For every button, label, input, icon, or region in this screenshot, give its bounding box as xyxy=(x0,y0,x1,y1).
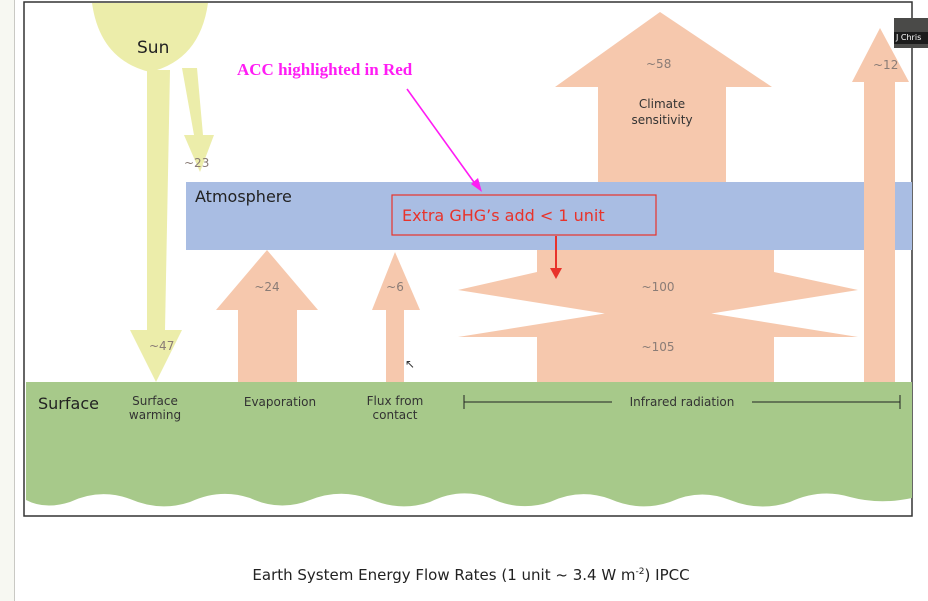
surface-warming-line2: warming xyxy=(129,408,181,422)
flux-arrow xyxy=(372,252,420,383)
surface-up-value: ~105 xyxy=(642,340,675,354)
infrared-label: Infrared radiation xyxy=(630,395,735,409)
evaporation-arrow xyxy=(216,250,318,383)
to-space-value: ~58 xyxy=(646,57,671,71)
caption-superscript: -2 xyxy=(635,567,645,577)
surface-up-arrow xyxy=(458,305,858,383)
surface-band xyxy=(26,382,912,507)
window-arrow xyxy=(852,28,909,383)
sun-label: Sun xyxy=(137,38,169,58)
atmosphere-down-value: ~100 xyxy=(642,280,675,294)
mouse-cursor-icon: ↖ xyxy=(405,357,416,371)
sun-to-atmosphere-value: ~23 xyxy=(184,156,209,170)
surface-label: Surface xyxy=(38,394,99,413)
flux-value: ~6 xyxy=(386,280,404,294)
participant-name-label: J Chris xyxy=(894,32,928,44)
sun-shape xyxy=(92,3,208,72)
caption-tail: ) IPCC xyxy=(644,566,690,584)
flux-label-line1: Flux from xyxy=(367,394,424,408)
flux-label-line2: contact xyxy=(373,408,418,422)
climate-sensitivity-line1: Climate xyxy=(639,97,685,111)
surface-warming-line1: Surface xyxy=(132,394,178,408)
sun-to-surface-value: ~47 xyxy=(149,339,174,353)
sun-to-surface-arrow xyxy=(130,70,182,382)
atmosphere-label: Atmosphere xyxy=(195,187,292,206)
caption-main: Earth System Energy Flow Rates (1 unit ~… xyxy=(252,566,636,584)
ghg-callout-text: Extra GHG’s add < 1 unit xyxy=(402,206,605,225)
window-value: ~12 xyxy=(873,58,898,72)
annotation-arrow-line xyxy=(406,88,477,186)
ghg-callout-box xyxy=(391,194,657,236)
to-space-arrow xyxy=(555,12,772,182)
atmosphere-band xyxy=(186,182,912,250)
climate-sensitivity-line2: sensitivity xyxy=(631,113,692,127)
annotation-arrow-head xyxy=(471,178,482,192)
ghg-down-arrow-head xyxy=(550,268,562,279)
evaporation-value: ~24 xyxy=(254,280,279,294)
annotation-label: ACC highlighted in Red xyxy=(237,60,413,79)
sun-to-atmosphere-arrow xyxy=(182,68,214,172)
figure-caption: Earth System Energy Flow Rates (1 unit ~… xyxy=(14,566,928,584)
evaporation-label: Evaporation xyxy=(244,395,316,409)
